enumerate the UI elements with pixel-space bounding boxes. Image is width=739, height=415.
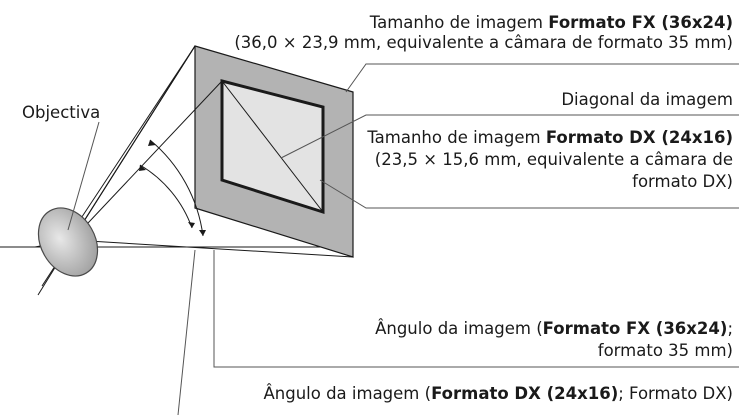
leader-dx-angle (177, 249, 196, 415)
dx-angle-suffix: ; Formato DX) (618, 384, 733, 403)
dx-size-line2: (23,5 × 15,6 mm, equivalente a câmara de (374, 150, 733, 169)
fx-angle-bold: Formato FX (36x24) (542, 319, 728, 338)
label-fx-angle: Ângulo da imagem (Formato FX (36x24); fo… (375, 318, 733, 362)
image-diagonal-line (221, 80, 324, 213)
label-lens: Objectiva (22, 103, 100, 123)
diagonal-label-text: Diagonal da imagem (561, 90, 733, 109)
fx-size-bold: Formato FX (36x24) (548, 13, 733, 32)
ray-fx-bottom (71, 239, 354, 258)
fx-size-line2: (36,0 × 23,9 mm, equivalente a câmara de… (234, 33, 733, 52)
lens-label-text: Objectiva (22, 103, 101, 122)
fx-angle-prefix: Ângulo da imagem ( (375, 319, 543, 338)
dx-size-line3: formato DX) (632, 172, 733, 191)
fx-angle-line2: formato 35 mm) (597, 341, 733, 360)
dx-angle-prefix: Ângulo da imagem ( (263, 384, 432, 403)
dx-size-prefix: Tamanho de imagem (367, 128, 546, 147)
ray-to-dx-corner (71, 80, 223, 241)
label-dx-size: Tamanho de imagem Formato DX (24x16) (23… (367, 127, 733, 193)
fx-size-prefix: Tamanho de imagem (369, 13, 549, 32)
arc-arrowhead (148, 140, 156, 146)
leader-lens (67, 121, 100, 231)
ray-to-fx-right-top (59, 45, 196, 251)
arc-arrowhead (139, 165, 146, 171)
leader-diagonal (280, 114, 739, 159)
label-fx-size: Tamanho de imagem Formato FX (36x24) (36… (234, 13, 733, 53)
dx-size-bold: Formato DX (24x16) (545, 128, 733, 147)
leader-fx-size (345, 63, 739, 93)
arc-arrowhead (199, 230, 206, 236)
fx-angle-suffix: ; (727, 319, 733, 338)
label-dx-angle: Ângulo da imagem (Formato DX (24x16); Fo… (263, 384, 733, 404)
lens-shape (37, 207, 99, 277)
dx-angle-bold: Formato DX (24x16) (431, 384, 619, 403)
dx-angle-arc (139, 164, 193, 229)
ray-dx-top (71, 45, 196, 241)
arc-arrowhead (188, 222, 195, 228)
leader-dx-size (319, 179, 739, 209)
fx-angle-arc (149, 139, 204, 237)
leader-fx-angle (213, 250, 739, 368)
label-diagonal: Diagonal da imagem (561, 90, 733, 110)
